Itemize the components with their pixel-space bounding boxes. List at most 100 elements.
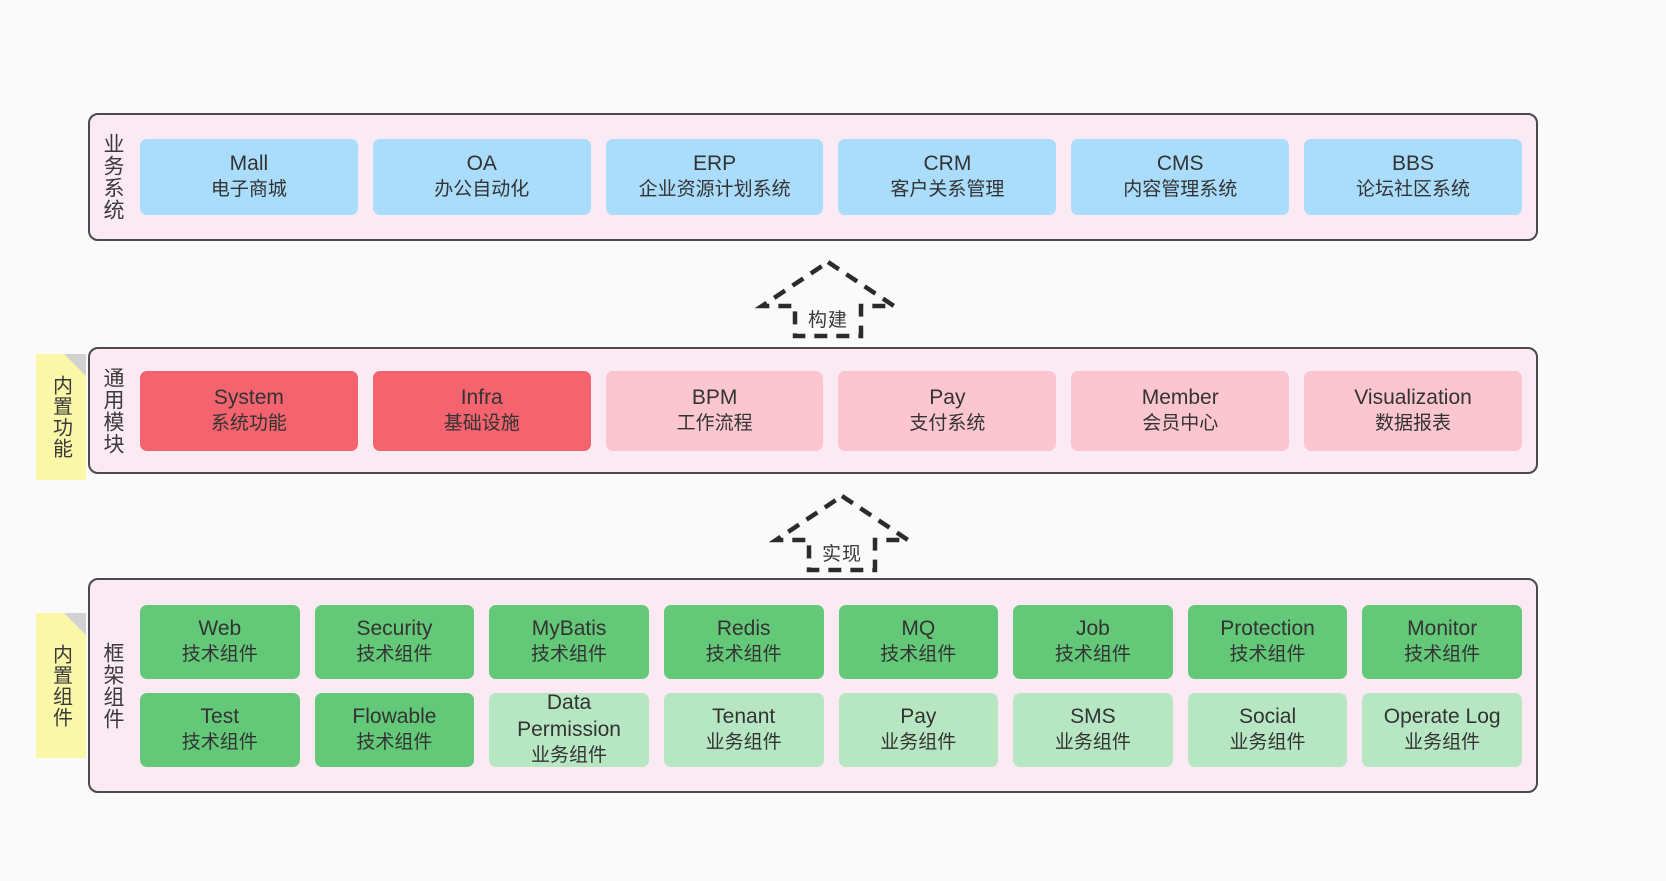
card-subtitle: 内容管理系统 <box>1123 179 1238 201</box>
layer-framework-components: 框架组件 Web 技术组件 Security 技术组件 MyBatis 技术组件… <box>88 578 1538 793</box>
card-subtitle: 技术组件 <box>1404 643 1481 665</box>
card-protection[interactable]: Protection 技术组件 <box>1187 604 1348 679</box>
arrow-outline-icon <box>768 493 916 573</box>
card-mybatis[interactable]: MyBatis 技术组件 <box>489 604 649 679</box>
card-title: BPM <box>691 385 738 409</box>
layer-title-framework-components: 框架组件 <box>100 641 124 730</box>
card-title: OA <box>466 152 497 176</box>
card-mall[interactable]: Mall 电子商城 <box>140 139 358 215</box>
card-title: MQ <box>901 616 936 640</box>
card-member[interactable]: Member 会员中心 <box>1071 370 1290 451</box>
card-test[interactable]: Test 技术组件 <box>140 692 300 767</box>
card-crm[interactable]: CRM 客户关系管理 <box>838 139 1057 215</box>
layer-title-common-modules: 通用模块 <box>100 366 124 455</box>
card-subtitle: 系统功能 <box>210 412 287 434</box>
layer-business-systems: 业务系统 Mall 电子商城 OA 办公自动化 ERP 企业资源计划系统 CRM… <box>88 113 1538 241</box>
note-builtin-features: 内置功能 <box>36 354 86 480</box>
card-subtitle: 电子商城 <box>210 179 287 201</box>
card-title: CRM <box>923 152 972 176</box>
card-infra[interactable]: Infra 基础设施 <box>372 370 591 451</box>
card-subtitle: 技术组件 <box>531 643 608 665</box>
card-row: Mall 电子商城 OA 办公自动化 ERP 企业资源计划系统 CRM 客户关系… <box>140 139 1522 215</box>
card-subtitle: 技术组件 <box>1054 643 1131 665</box>
card-title: Social <box>1238 704 1297 728</box>
note-fold-icon <box>64 354 86 376</box>
card-title: System <box>213 385 284 409</box>
note-label: 内置功能 <box>49 375 72 459</box>
card-job[interactable]: Job 技术组件 <box>1013 604 1173 679</box>
card-pay-module[interactable]: Pay 支付系统 <box>838 370 1057 451</box>
card-title: Job <box>1076 616 1110 640</box>
card-title: Test <box>200 704 240 728</box>
card-title: Data Permission <box>517 691 621 742</box>
card-erp[interactable]: ERP 企业资源计划系统 <box>605 139 824 215</box>
card-system[interactable]: System 系统功能 <box>140 370 358 451</box>
card-cms[interactable]: CMS 内容管理系统 <box>1071 139 1290 215</box>
card-subtitle: 技术组件 <box>181 643 258 665</box>
card-title: Visualization <box>1354 385 1472 409</box>
card-operate-log[interactable]: Operate Log 业务组件 <box>1362 692 1522 767</box>
card-bpm[interactable]: BPM 工作流程 <box>605 370 824 451</box>
card-subtitle: 工作流程 <box>676 412 753 434</box>
card-subtitle: 技术组件 <box>1229 643 1306 665</box>
card-title: SMS <box>1070 704 1116 728</box>
card-subtitle: 业务组件 <box>880 731 957 753</box>
card-title: MyBatis <box>531 616 607 640</box>
card-subtitle: 技术组件 <box>880 643 957 665</box>
card-title: Operate Log <box>1383 704 1501 728</box>
card-sms[interactable]: SMS 业务组件 <box>1013 692 1173 767</box>
card-subtitle: 技术组件 <box>181 731 258 753</box>
card-row: Test 技术组件 Flowable 技术组件 Data Permission … <box>140 691 1522 767</box>
card-flowable[interactable]: Flowable 技术组件 <box>314 692 475 767</box>
card-title: Pay <box>900 704 937 728</box>
card-subtitle: 会员中心 <box>1142 412 1219 434</box>
card-bbs[interactable]: BBS 论坛社区系统 <box>1304 139 1522 215</box>
card-title: Web <box>198 616 242 640</box>
card-subtitle: 业务组件 <box>1229 731 1306 753</box>
card-visualization[interactable]: Visualization 数据报表 <box>1304 370 1522 451</box>
layer-body-framework-components: Web 技术组件 Security 技术组件 MyBatis 技术组件 Redi… <box>134 580 1536 791</box>
card-subtitle: 支付系统 <box>909 412 986 434</box>
card-title: Tenant <box>712 704 776 728</box>
card-security[interactable]: Security 技术组件 <box>314 604 475 679</box>
card-subtitle: 办公自动化 <box>434 179 530 201</box>
note-label: 内置组件 <box>49 643 72 728</box>
card-tenant[interactable]: Tenant 业务组件 <box>663 692 824 767</box>
card-web[interactable]: Web 技术组件 <box>140 604 300 679</box>
card-title: ERP <box>692 152 737 176</box>
card-subtitle: 业务组件 <box>1404 731 1481 753</box>
card-title: Pay <box>929 385 966 409</box>
card-mq[interactable]: MQ 技术组件 <box>838 604 999 679</box>
build-arrow-label: 构建 <box>807 310 848 331</box>
layer-title-business-systems: 业务系统 <box>100 133 124 221</box>
card-subtitle: 数据报表 <box>1375 412 1452 434</box>
card-title: CMS <box>1156 152 1204 176</box>
card-pay-component[interactable]: Pay 业务组件 <box>838 692 999 767</box>
card-subtitle: 论坛社区系统 <box>1356 179 1471 201</box>
card-subtitle: 企业资源计划系统 <box>638 179 791 201</box>
card-title: Monitor <box>1407 616 1478 640</box>
card-subtitle: 技术组件 <box>356 643 433 665</box>
note-builtin-components: 内置组件 <box>36 613 86 758</box>
card-data-permission[interactable]: Data Permission 业务组件 <box>489 691 649 767</box>
build-arrow: 构建 <box>754 258 902 340</box>
layer-common-modules: 通用模块 System 系统功能 Infra 基础设施 BPM 工作流程 Pay… <box>88 347 1538 474</box>
card-subtitle: 基础设施 <box>443 412 520 434</box>
layer-body-business-systems: Mall 电子商城 OA 办公自动化 ERP 企业资源计划系统 CRM 客户关系… <box>134 115 1536 239</box>
card-title: BBS <box>1392 152 1435 176</box>
card-subtitle: 业务组件 <box>705 731 782 753</box>
card-monitor[interactable]: Monitor 技术组件 <box>1362 604 1522 679</box>
card-title: Protection <box>1220 616 1315 640</box>
card-oa[interactable]: OA 办公自动化 <box>372 139 591 215</box>
card-social[interactable]: Social 业务组件 <box>1187 692 1348 767</box>
card-redis[interactable]: Redis 技术组件 <box>663 604 824 679</box>
card-title: Member <box>1141 385 1219 409</box>
card-title: Infra <box>460 385 503 409</box>
card-subtitle: 技术组件 <box>705 643 782 665</box>
card-subtitle: 技术组件 <box>356 731 433 753</box>
card-title: Flowable <box>352 704 437 728</box>
card-title: Redis <box>716 616 771 640</box>
card-row: Web 技术组件 Security 技术组件 MyBatis 技术组件 Redi… <box>140 604 1522 679</box>
implement-arrow: 实现 <box>768 492 916 574</box>
